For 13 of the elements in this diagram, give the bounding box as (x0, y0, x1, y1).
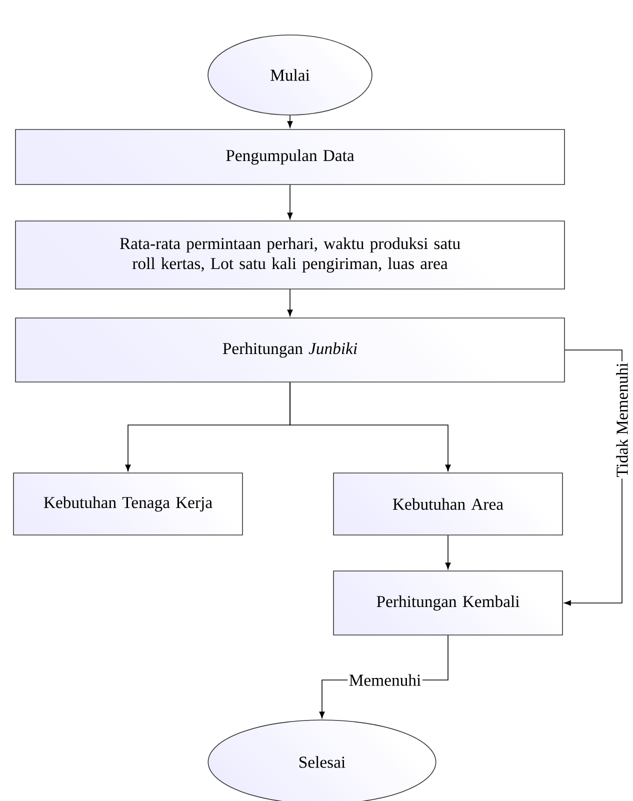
edge-label: Tidak Memenuhi (614, 361, 630, 479)
arrow (290, 382, 451, 472)
arrow (445, 535, 451, 570)
process-box: Perhitungan Junbiki (15, 318, 565, 382)
process-box: Pengumpulan Data (15, 129, 565, 185)
edge-label: Memenuhi (348, 672, 422, 688)
process-box: Kebutuhan Tenaga Kerja (13, 472, 243, 536)
arrow (287, 184, 293, 220)
process-box: Kebutuhan Area (333, 472, 563, 536)
arrow (287, 289, 293, 316)
process-box: Perhitungan Kembali (333, 570, 563, 636)
arrow (287, 115, 293, 128)
process-box: Rata-rata permintaan perhari, waktu produksi satu roll kertas, Lot satu kali pengiriman, luas area (15, 220, 565, 290)
